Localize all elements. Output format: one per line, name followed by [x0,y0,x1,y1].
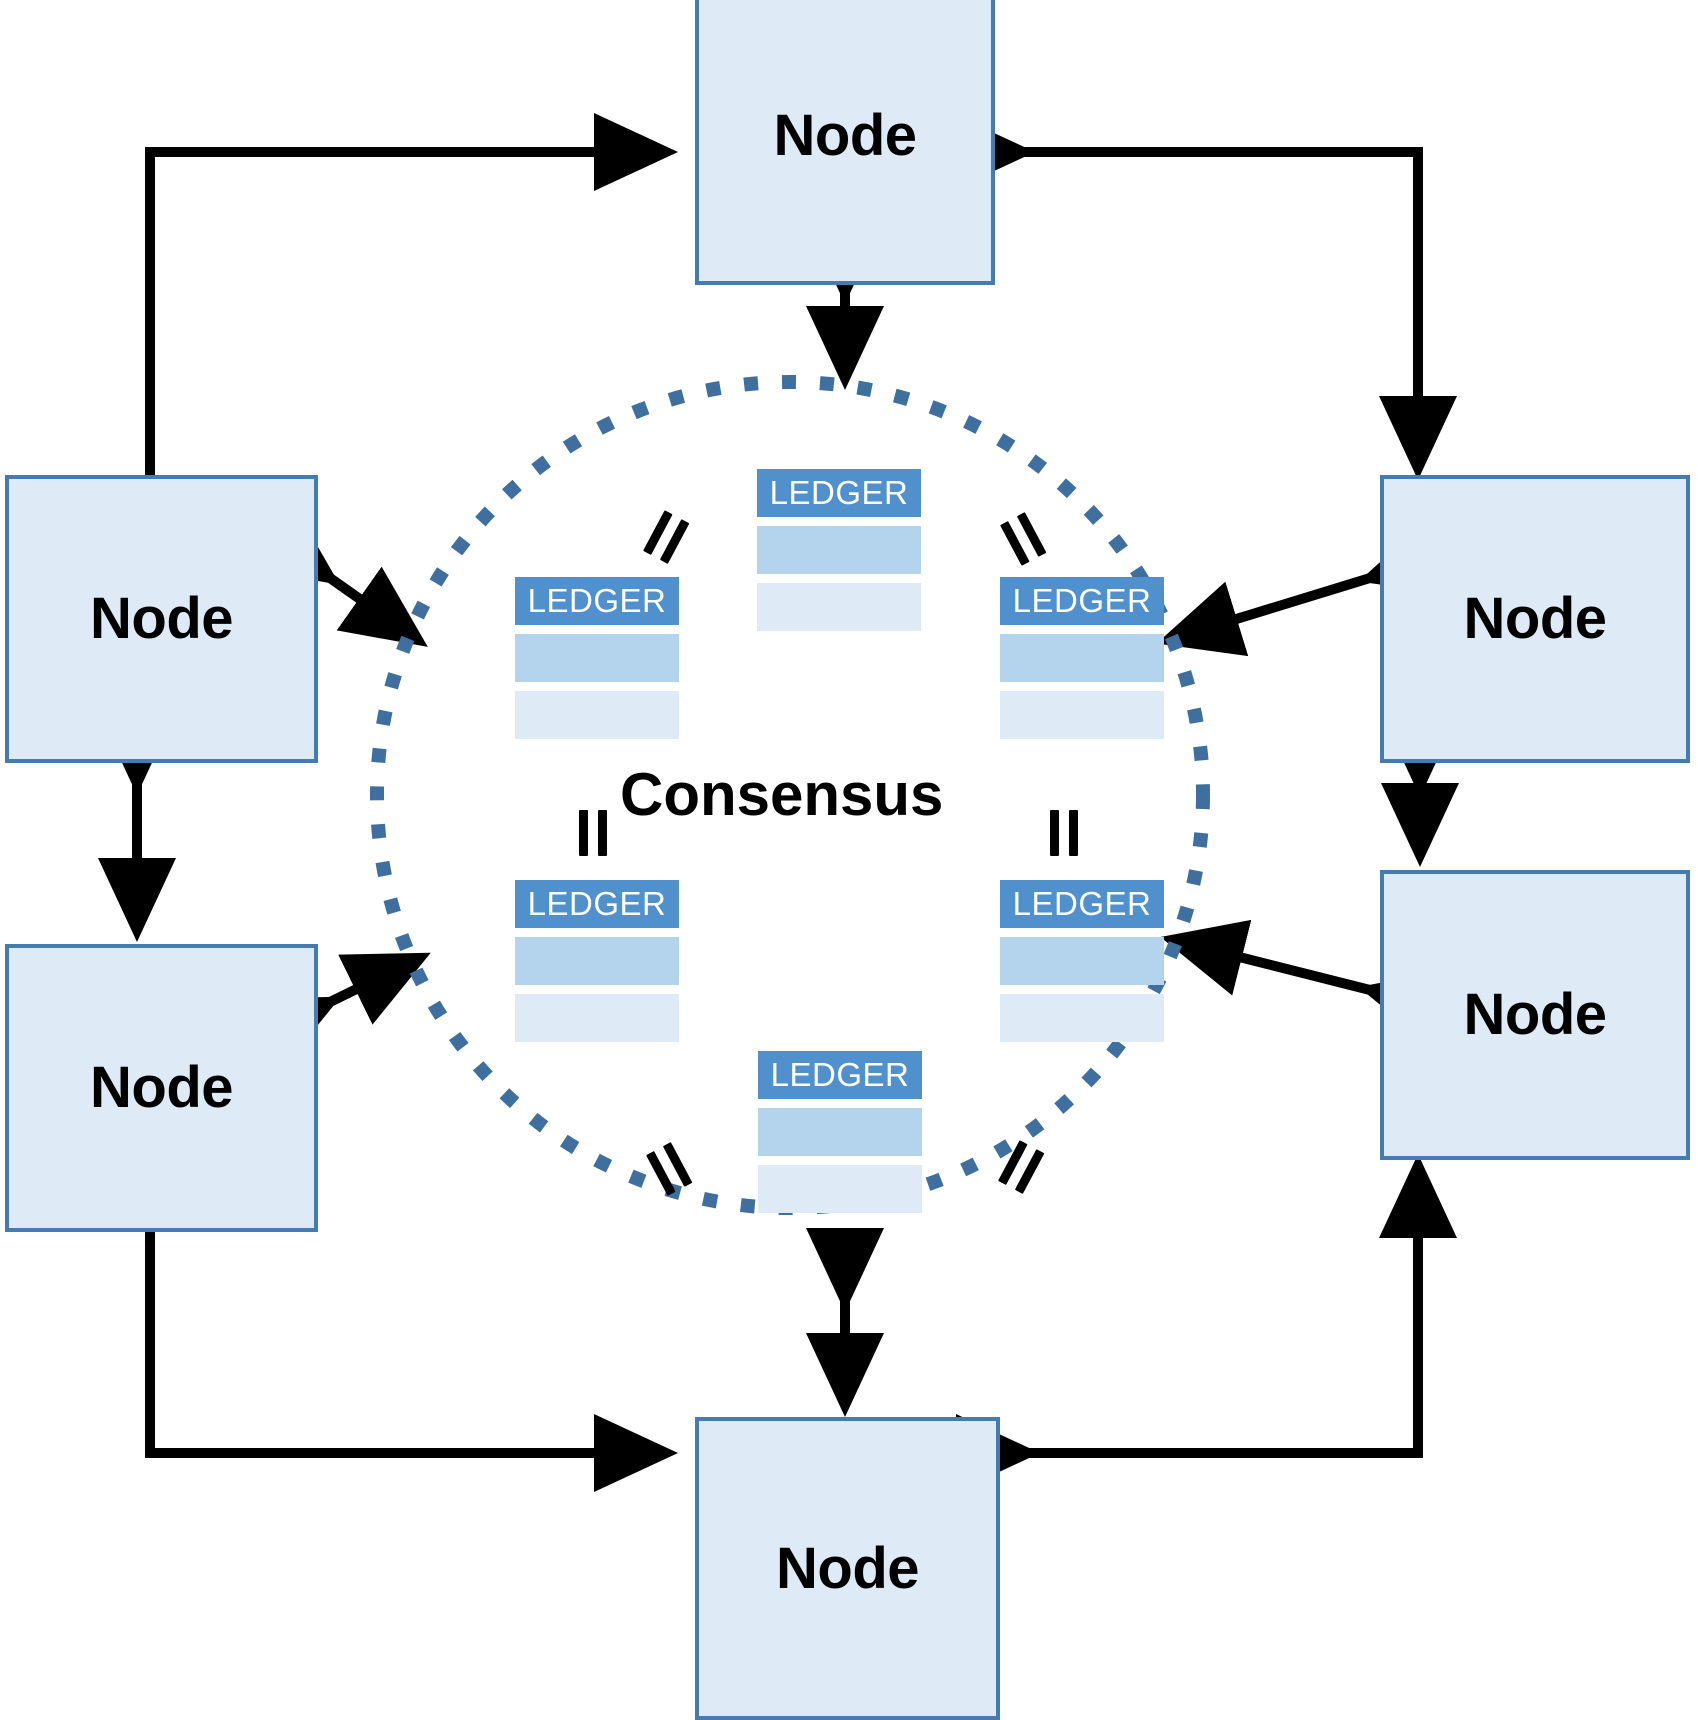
ledger-card-lower-right[interactable]: LEDGER [1000,880,1164,1042]
ledger-bar-mid [515,634,679,682]
node-box-left-upper[interactable]: Node [5,475,318,763]
ledger-bar-mid [515,937,679,985]
node-label: Node [1463,586,1608,651]
ledger-card-upper-right[interactable]: LEDGER [1000,577,1164,739]
node-label: Node [90,586,234,651]
ledger-header: LEDGER [758,1051,922,1099]
equals-icon-bottom-right [992,1137,1054,1199]
ledger-header: LEDGER [1000,577,1164,625]
ledger-bar-light [1000,691,1164,739]
ledger-header: LEDGER [757,469,921,517]
node-label: Node [90,1055,234,1120]
node-box-right-upper[interactable]: Node [1380,475,1690,763]
ledger-header: LEDGER [1000,880,1164,928]
ledger-bar-mid [1000,634,1164,682]
ledger-card-upper-left[interactable]: LEDGER [515,577,679,739]
consensus-label: Consensus [620,761,944,828]
node-label: Node [776,1535,920,1601]
ledger-header: LEDGER [515,880,679,928]
ledger-bar-light [758,1165,922,1213]
equals-icon-top-right [994,507,1056,569]
ledger-card-top[interactable]: LEDGER [757,469,921,631]
ledger-bar-light [515,691,679,739]
equals-icon-bottom-left [640,1137,702,1199]
node-box-left-lower[interactable]: Node [5,944,318,1232]
node-label: Node [1463,982,1608,1047]
ledger-card-bottom[interactable]: LEDGER [758,1051,922,1213]
ledger-bar-mid [1000,937,1164,985]
equals-icon-top-left [637,507,699,569]
node-box-top[interactable]: Node [695,0,995,285]
node-box-right-lower[interactable]: Node [1380,870,1690,1160]
equals-icon-mid-left [572,810,618,856]
ledger-header: LEDGER [515,577,679,625]
equals-icon-mid-right [1043,810,1089,856]
ledger-bar-light [515,994,679,1042]
ledger-bar-light [1000,994,1164,1042]
node-label: Node [773,102,918,168]
ledger-bar-mid [757,526,921,574]
node-box-bottom[interactable]: Node [695,1417,1000,1720]
ledger-bar-light [757,583,921,631]
ledger-bar-mid [758,1108,922,1156]
ledger-card-lower-left[interactable]: LEDGER [515,880,679,1042]
